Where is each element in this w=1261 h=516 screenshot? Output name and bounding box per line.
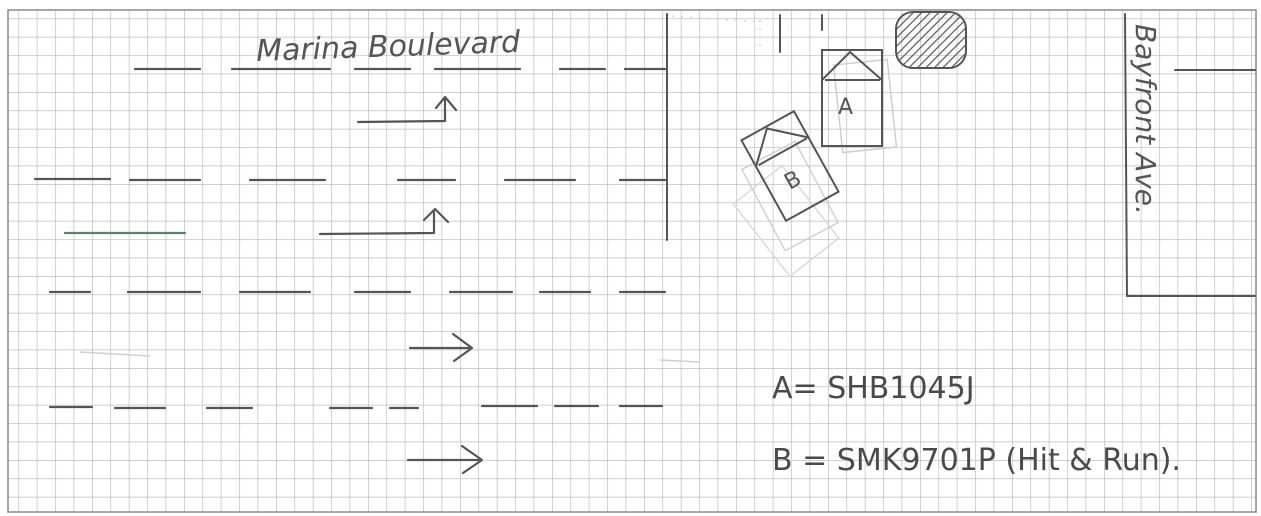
graph-grid [8, 10, 1256, 512]
hatched-island [896, 12, 966, 68]
side-street-name: Bayfront Ave. [1129, 24, 1162, 215]
legend-vehicle-a: A= SHB1045J [772, 371, 975, 406]
legend-vehicle-b: B = SMK9701P (Hit & Run). [772, 443, 1181, 478]
vehicle-a-label: A [838, 95, 853, 120]
